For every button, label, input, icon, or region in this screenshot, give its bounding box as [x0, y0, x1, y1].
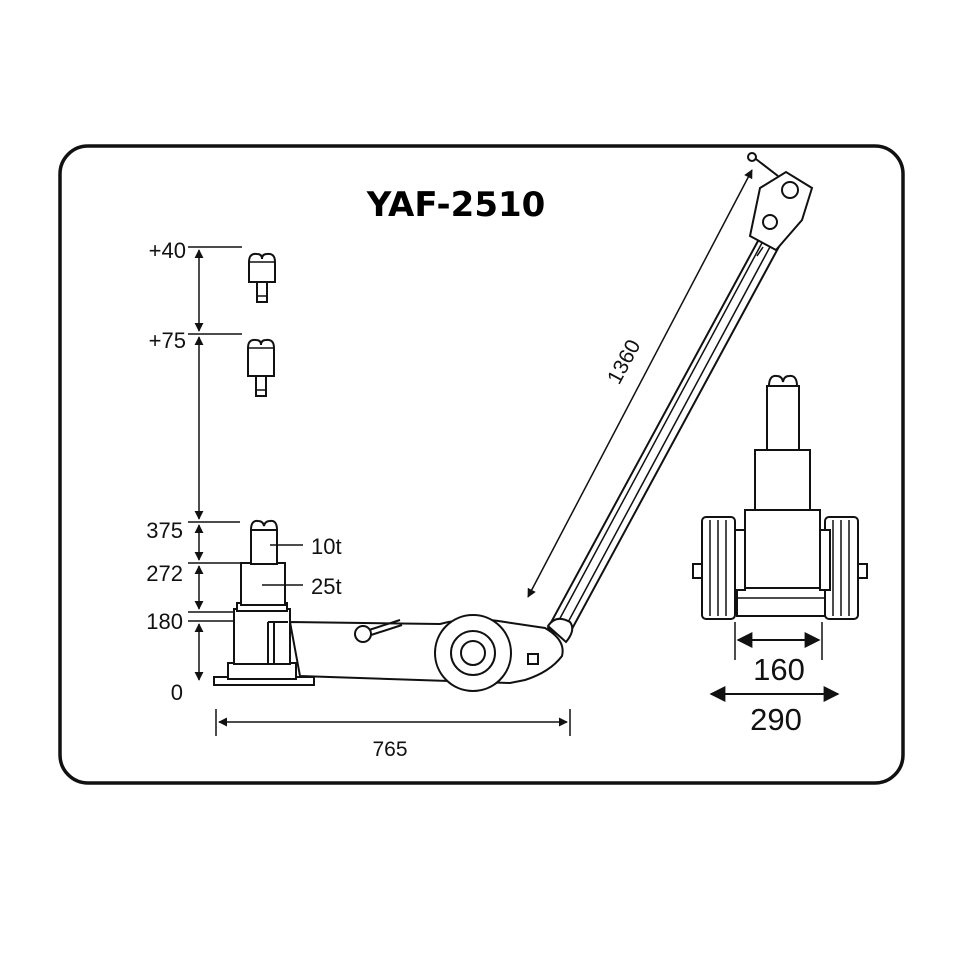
stage-labels: 10t 25t	[262, 534, 342, 599]
stage-label-25t: 25t	[311, 574, 342, 599]
width-dimensions: 160 290	[709, 622, 840, 737]
extension-piece-75	[247, 338, 275, 397]
height-label-plus40: +40	[149, 238, 186, 263]
height-label-272: 272	[146, 561, 183, 586]
height-label-plus75: +75	[149, 328, 186, 353]
stage-label-10t: 10t	[311, 534, 342, 559]
model-title: YAF-2510	[366, 185, 546, 225]
length-dimension: 765	[215, 709, 571, 761]
height-label-180: 180	[146, 609, 183, 634]
height-scale: +40 +75 375 272 180 0	[146, 238, 242, 705]
extension-piece-40	[248, 252, 276, 303]
inner-width-label: 160	[753, 652, 805, 687]
length-label: 765	[372, 738, 407, 761]
outer-width-label: 290	[750, 702, 802, 737]
height-label-0: 0	[171, 680, 183, 705]
height-label-375: 375	[146, 518, 183, 543]
jack-front-view	[692, 374, 868, 620]
